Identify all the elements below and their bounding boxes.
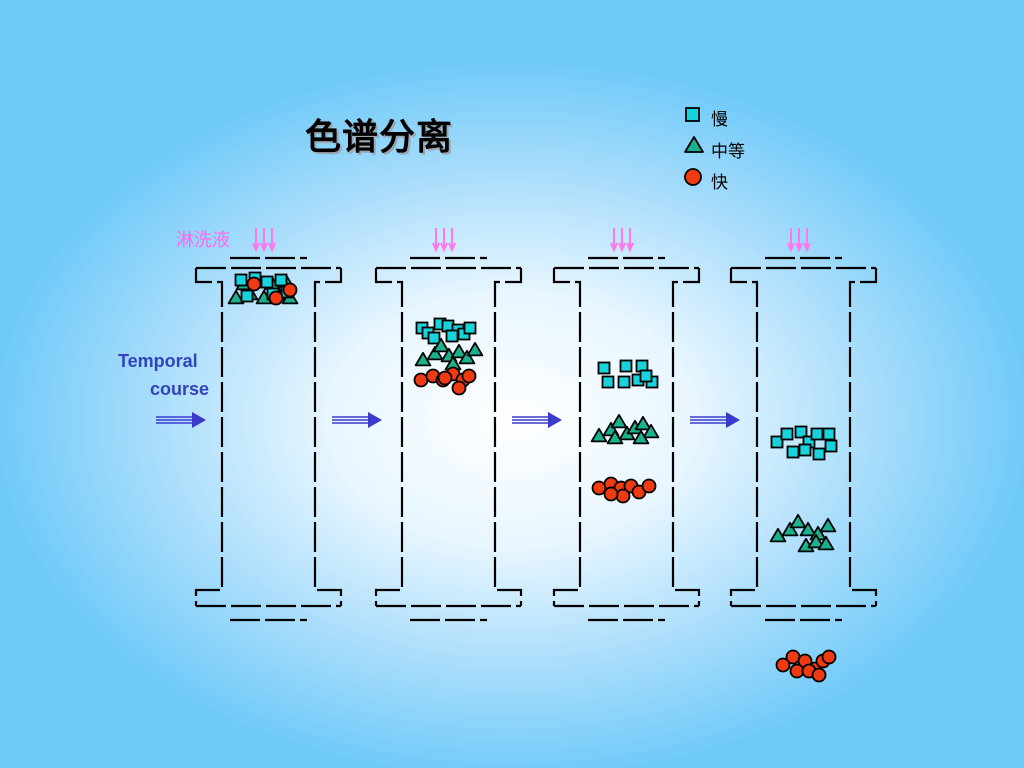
legend-label-medium: 中等 [711,142,745,162]
eluent-arrowhead-icon [610,242,618,253]
time-arrow-head-icon-4 [726,412,740,428]
legend-label-slow: 慢 [711,110,728,130]
triangle-particle-icon [642,423,660,439]
square-particle-icon [812,447,826,461]
square-particle-icon [240,289,254,303]
circle-particle-icon [603,486,619,502]
square-particle-icon [639,369,653,383]
columns [194,228,878,622]
column-1 [194,256,343,622]
column-2 [374,256,523,622]
square-particle-icon [798,443,812,457]
triangle-particle-icon [634,415,652,431]
column-4 [729,256,878,622]
circle-particle-icon [789,663,805,679]
eluent-arrowhead-icon [803,242,811,253]
square-particle-icon [445,329,459,343]
legend-icons [684,107,704,186]
triangle-particle-icon [432,337,450,353]
eluent-arrowhead-icon [795,242,803,253]
time-arrow-head-icon-3 [548,412,562,428]
eluent-arrowhead-icon [432,242,440,253]
triangle-particle-icon [606,429,624,445]
eluent-arrowhead-icon [268,242,276,253]
square-particle-icon [786,445,800,459]
eluent-arrowhead-icon [787,242,795,253]
square-particle-icon [794,425,808,439]
square-particle-icon [617,375,631,389]
circle-particle-icon [437,370,453,386]
triangle-particle-icon [807,533,825,549]
legend-label-fast: 快 [711,173,728,193]
arrows [156,412,740,428]
square-particle-icon [597,361,611,375]
triangle-particle-icon [817,535,835,551]
circle-particle-icon [246,276,262,292]
eluent-arrowhead-icon [448,242,456,253]
square-particle-icon [780,427,794,441]
square-particle-icon [234,273,248,287]
temporal-label-line2: course [150,379,210,399]
eluent-label: 淋洗液 [176,230,230,251]
square-particle-icon [427,331,441,345]
square-particle-icon [260,275,274,289]
diagram-title: 色谱分离 [305,117,454,158]
triangle-particle-icon [799,521,817,537]
circle-particle-icon [413,372,429,388]
square-particle-icon [463,321,477,335]
circle-particle-icon [811,667,827,683]
square-particle-icon [824,439,838,453]
circle-particle-icon [591,480,607,496]
triangle-particle-icon [227,289,245,305]
triangle-particle-icon [466,341,484,357]
circle-particle-icon [821,649,837,665]
circle-particle-icon [775,657,791,673]
time-arrow-head-icon-1 [192,412,206,428]
square-particle-icon [619,359,633,373]
column-3 [552,256,701,622]
temporal-label-line1: Temporal [118,351,198,371]
circle-particle-icon [641,478,657,494]
square-icon [685,107,700,122]
triangle-particle-icon [610,413,628,429]
eluent-arrowhead-icon [626,242,634,253]
eluent-arrowhead-icon [260,242,268,253]
triangle-particle-icon [450,343,468,359]
eluent-arrowhead-icon [440,242,448,253]
circle-particle-icon [461,368,477,384]
eluent-arrowhead-icon [252,242,260,253]
triangle-icon [684,136,704,153]
circle-particle-icon [785,649,801,665]
square-particle-icon [810,427,824,441]
square-particle-icon [601,375,615,389]
triangle-particle-icon [789,513,807,529]
triangle-particle-icon [819,517,837,533]
circle-icon [684,168,702,186]
triangle-particle-icon [458,349,476,365]
circle-particle-icon [451,380,467,396]
square-particle-icon [274,273,288,287]
square-particle-icon [770,435,784,449]
triangle-particle-icon [632,429,650,445]
time-arrow-head-icon-2 [368,412,382,428]
triangle-particle-icon [426,345,444,361]
eluent-arrowhead-icon [618,242,626,253]
triangle-particle-icon [781,521,799,537]
circle-particle-icon [615,488,631,504]
square-particle-icon [822,427,836,441]
particles [227,271,838,683]
circle-particle-icon [268,290,284,306]
circle-particle-icon [282,282,298,298]
